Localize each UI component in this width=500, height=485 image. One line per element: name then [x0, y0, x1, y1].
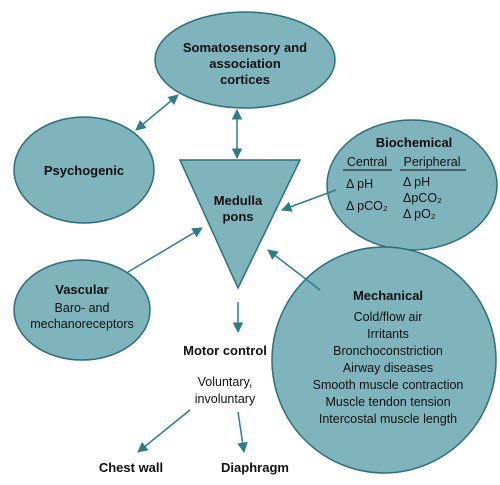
somatosensory-line2: association [209, 56, 281, 71]
medulla-pons-triangle [178, 159, 302, 290]
motor-control-label: Motor control [183, 343, 267, 358]
vascular-line1: Baro- and [55, 301, 110, 315]
peripheral-item-2: ΔpCO₂ [403, 191, 442, 205]
peripheral-heading: Peripheral [404, 155, 461, 169]
mechanical-item-4: Airway diseases [343, 361, 433, 375]
medulla-line1: Medulla [214, 193, 263, 208]
central-heading: Central [347, 155, 387, 169]
diaphragm-label: Diaphragm [221, 460, 289, 475]
peripheral-item-1: Δ pH [403, 175, 430, 189]
mechanical-title: Mechanical [353, 288, 423, 303]
somatosensory-line3: cortices [220, 72, 270, 87]
biochemical-title: Biochemical [376, 135, 453, 150]
mechanical-item-5: Smooth muscle contraction [313, 378, 464, 392]
mechanical-item-2: Irritants [367, 327, 409, 341]
voluntary-line1: Voluntary, [198, 375, 253, 389]
mechanical-item-6: Muscle tendon tension [325, 395, 450, 409]
central-item-1: Δ pH [346, 177, 373, 191]
peripheral-item-3: Δ pO₂ [403, 207, 436, 221]
mechanical-node [271, 246, 497, 474]
medulla-line2: pons [222, 209, 253, 224]
arrow-to-chest-wall [137, 409, 191, 453]
arrow-vascular-medulla [127, 227, 203, 273]
arrow-cortices-psychogenic [135, 94, 179, 131]
arrow-biochemical-medulla [281, 189, 337, 212]
arrow-to-diaphragm [237, 411, 248, 454]
vascular-title: Vascular [55, 282, 109, 297]
arrow-mechanical-medulla [267, 249, 321, 291]
central-item-2: Δ pCO₂ [346, 199, 388, 213]
chest-wall-label: Chest wall [99, 460, 163, 475]
vascular-line2: mechanoreceptors [30, 317, 134, 331]
voluntary-line2: involuntary [195, 392, 256, 406]
somatosensory-line1: Somatosensory and [183, 40, 307, 55]
vascular-node [13, 259, 151, 361]
psychogenic-node [13, 116, 155, 224]
mechanical-item-1: Cold/flow air [354, 310, 423, 324]
psychogenic-label: Psychogenic [44, 163, 124, 178]
mechanical-item-3: Bronchoconstriction [333, 344, 443, 358]
mechanical-item-7: Intercostal muscle length [319, 412, 457, 426]
somatosensory-node [154, 11, 336, 109]
